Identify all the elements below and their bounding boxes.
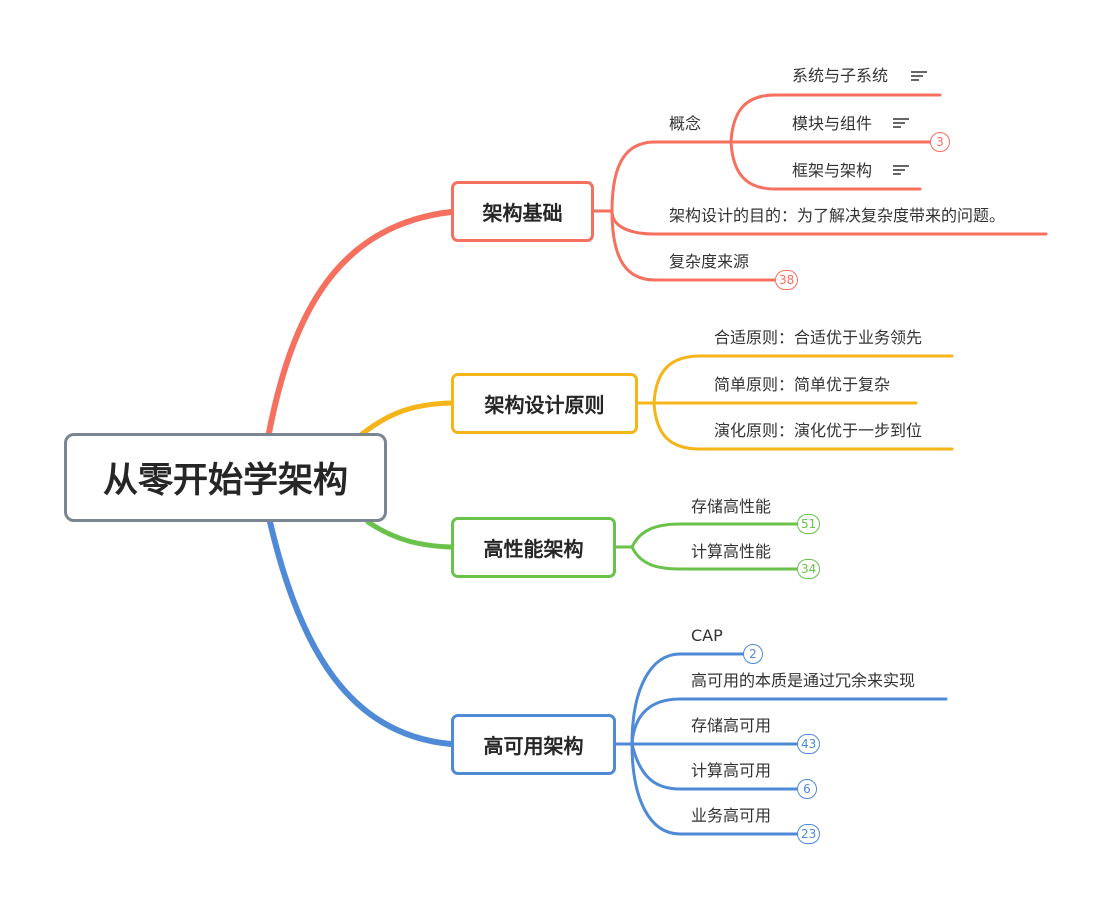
subtopic-redundancy[interactable]: 高可用的本质是通过冗余来实现 <box>691 671 916 690</box>
subtopic-design-purpose[interactable]: 架构设计的目的：为了解决复杂度带来的问题。 <box>669 206 1006 225</box>
link-availability-business <box>630 742 799 836</box>
link-principles-evolve <box>652 401 954 451</box>
collapsed-count-badge[interactable]: 51 <box>797 514 821 534</box>
collapsed-count-badge[interactable]: 38 <box>775 270 799 290</box>
link-foundation-concept <box>610 140 733 213</box>
link-concept-framework <box>729 140 922 191</box>
collapsed-count-badge[interactable]: 6 <box>797 779 817 799</box>
collapsed-count-badge[interactable]: 43 <box>797 734 821 754</box>
link-concept-subsystem <box>729 93 942 144</box>
link-root-principles <box>359 400 454 437</box>
subtopic-business-availability[interactable]: 业务高可用 <box>691 806 772 825</box>
link-performance-compute <box>630 545 799 571</box>
subtopic-framework-architecture[interactable]: 框架与架构 <box>792 161 873 180</box>
subtopic-storage-performance[interactable]: 存储高性能 <box>691 497 772 516</box>
collapsed-count-badge[interactable]: 3 <box>930 132 950 152</box>
link-root-performance <box>365 519 454 550</box>
subtopic-cap[interactable]: CAP <box>691 626 723 645</box>
subtopic-evolution-principle[interactable]: 演化原则：演化优于一步到位 <box>714 421 923 440</box>
subtopic-fit-principle[interactable]: 合适原则：合适优于业务领先 <box>714 328 923 347</box>
link-availability-redundancy <box>630 697 948 746</box>
collapsed-count-badge[interactable]: 34 <box>797 559 821 579</box>
subtopic-concept[interactable]: 概念 <box>669 114 702 133</box>
link-root-foundation <box>265 209 454 441</box>
subtopic-simple-principle[interactable]: 简单原则：简单优于复杂 <box>714 375 891 394</box>
topic-performance[interactable]: 高性能架构 <box>451 517 616 578</box>
note-icon[interactable] <box>893 118 909 128</box>
link-principles-fit <box>652 354 954 405</box>
subtopic-complexity-source[interactable]: 复杂度来源 <box>669 252 750 271</box>
subtopic-compute-availability[interactable]: 计算高可用 <box>691 761 772 780</box>
subtopic-storage-availability[interactable]: 存储高可用 <box>691 716 772 735</box>
note-icon[interactable] <box>893 165 909 175</box>
link-availability-compute <box>630 742 799 791</box>
link-root-availability <box>267 519 454 747</box>
link-foundation-complexity <box>610 209 777 282</box>
note-icon[interactable] <box>911 71 927 81</box>
topic-availability[interactable]: 高可用架构 <box>451 714 616 775</box>
collapsed-count-badge[interactable]: 2 <box>743 644 763 664</box>
topic-foundation[interactable]: 架构基础 <box>451 181 594 242</box>
link-performance-storage <box>630 522 799 549</box>
topic-principles[interactable]: 架构设计原则 <box>451 373 638 434</box>
collapsed-count-badge[interactable]: 23 <box>797 824 821 844</box>
subtopic-compute-performance[interactable]: 计算高性能 <box>691 542 772 561</box>
central-topic[interactable]: 从零开始学架构 <box>64 433 387 522</box>
link-availability-cap <box>630 652 745 746</box>
subtopic-module-component[interactable]: 模块与组件 <box>792 114 873 133</box>
subtopic-system-subsystem[interactable]: 系统与子系统 <box>792 66 889 85</box>
